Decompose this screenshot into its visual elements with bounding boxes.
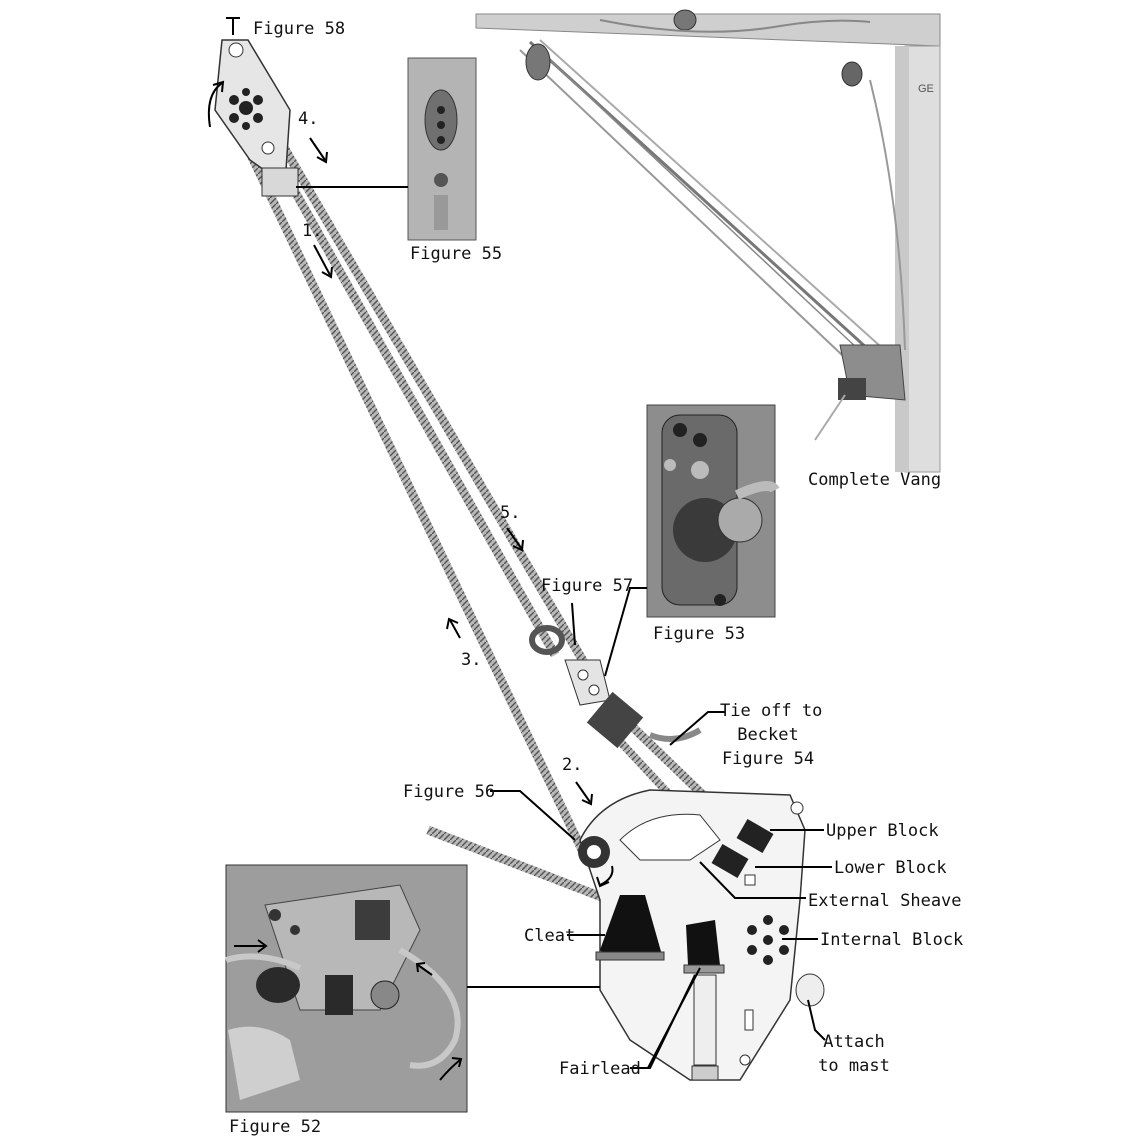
tie-off-line-2: Becket: [737, 725, 799, 745]
step-1-label: 1.: [302, 221, 323, 241]
attach-line-2: to mast: [818, 1056, 890, 1076]
figure-55-caption: Figure 55: [410, 244, 503, 264]
figure-53-photo: [646, 404, 780, 618]
step-arrows: [207, 80, 614, 888]
step-4-label: 4.: [298, 109, 319, 129]
step-2-label: 2.: [562, 755, 583, 775]
figure-55-photo: [407, 57, 477, 241]
becket-block: [529, 625, 702, 749]
tie-off-line-1: Tie off to: [720, 701, 823, 721]
step-3-label: 3.: [461, 650, 482, 670]
leader-lines: [296, 186, 832, 1069]
attach-line-1: Attach: [823, 1032, 885, 1052]
internal-block-label: Internal Block: [820, 930, 964, 950]
svg-text:GE: GE: [918, 83, 934, 95]
vang-ropes: [227, 112, 764, 940]
tie-off-label: Tie off to Becket Figure 54: [720, 701, 823, 769]
tie-off-line-3: Figure 54: [721, 749, 815, 769]
attach-to-mast-label: Attach to mast: [818, 1032, 890, 1076]
step-5-label: 5.: [500, 503, 521, 523]
fairlead-label: Fairlead: [559, 1059, 641, 1079]
lower-block-label: Lower Block: [834, 858, 947, 878]
figure-56-caption: Figure 56: [403, 782, 496, 802]
complete-vang-photo: GE: [475, 9, 941, 473]
figure-52-photo: [225, 864, 468, 1113]
vang-fitting: [578, 789, 825, 1081]
figure-58-caption: Figure 58: [253, 19, 346, 39]
upper-block-label: Upper Block: [826, 821, 939, 841]
top-block: [214, 17, 299, 197]
figure-52-caption: Figure 52: [229, 1117, 322, 1137]
complete-vang-caption: Complete Vang: [808, 470, 942, 490]
cleat-label: Cleat: [524, 926, 576, 946]
figure-57-caption: Figure 57: [541, 576, 634, 596]
figure-53-caption: Figure 53: [653, 624, 746, 644]
external-sheave-label: External Sheave: [808, 891, 962, 911]
